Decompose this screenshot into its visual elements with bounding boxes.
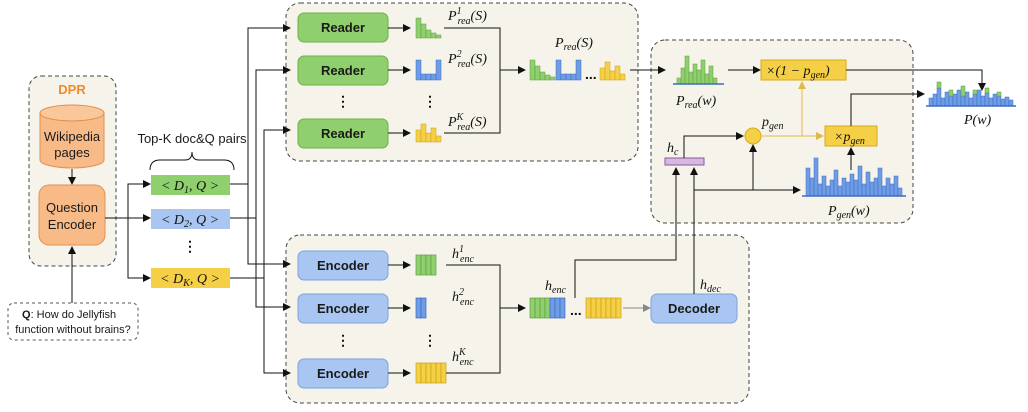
pair-d2-box: [151, 209, 230, 229]
topk-brace: [149, 151, 235, 171]
question-encoder-box: [38, 184, 106, 246]
pair-d2: < D2, Q >: [161, 213, 219, 230]
pair-d1: < D1, Q >: [161, 179, 219, 196]
hdec-label: hdec: [700, 278, 721, 295]
question-encoder-line2: Encoder: [48, 217, 97, 232]
arrow-henc-to-hc: [574, 167, 680, 298]
dpr-title: DPR: [58, 82, 86, 97]
blue-histogram-icon: [415, 59, 442, 81]
output-panel: [650, 39, 914, 224]
times-pgen-label: ×pgen: [834, 130, 865, 147]
decoder-label: Decoder: [668, 301, 720, 316]
wikipedia-database-icon: [39, 104, 105, 169]
pair-d1-box: [151, 175, 230, 195]
pgen-w-histogram-icon: [805, 157, 903, 197]
topk-header: Top-K doc&Q pairs: [137, 131, 247, 146]
h-enc2-vector-icon: [415, 297, 427, 319]
encoder-label-1: Encoder: [317, 258, 369, 273]
wikipedia-label-line2: pages: [54, 145, 90, 160]
question-encoder-line1: Question: [46, 200, 98, 215]
yellow-histogram-icon: [415, 123, 442, 143]
green-histogram-icon: [415, 17, 442, 39]
h-enck-vector-icon: [415, 362, 447, 384]
hc-label: hc: [667, 141, 679, 158]
pgen-label: pgen: [761, 115, 783, 132]
question-text-line2: function without brains?: [15, 324, 131, 336]
encoder-panel: [285, 234, 750, 404]
reader-label-2: Reader: [321, 63, 365, 78]
pairs-ellipsis: ⋮: [183, 238, 197, 254]
arrow-qenc-to-d1: [127, 180, 151, 218]
pair-dk-box: [151, 268, 230, 288]
question-text-part1: : How do Jellyfish: [31, 309, 117, 321]
prea-s-dots: ...: [585, 66, 597, 82]
final-pw-histogram-icon: [928, 81, 1014, 107]
question-text-line1: Q: How do Jellyfish: [22, 309, 116, 321]
prea-w-histogram-icon: [676, 55, 718, 85]
final-pw-label: P(w): [963, 113, 992, 128]
encoder-label-2: Encoder: [317, 301, 369, 316]
encoder-ellipsis: ⋮: [336, 332, 350, 348]
pgen-node: [744, 127, 762, 145]
hc-vector: [664, 157, 705, 166]
pair-dk: < DK, Q >: [160, 272, 220, 289]
arrow-qenc-to-dk: [127, 218, 151, 282]
henc-concat-vector-icon: [529, 297, 622, 319]
henc-label: henc: [545, 279, 566, 296]
prea-s-label: Prea(S): [554, 36, 593, 53]
encoder-collector: [446, 264, 501, 374]
one-minus-pgen-label: ×(1 − pgen): [766, 64, 830, 81]
encoder-ellipsis-2: ⋮: [423, 332, 437, 348]
reader-label-1: Reader: [321, 20, 365, 35]
henc-dots: ...: [570, 302, 582, 318]
pgen-w-label: Pgen(w): [827, 204, 870, 221]
question-label: Q: [22, 309, 31, 321]
question-box: [7, 302, 139, 341]
arrow-times-to-final: [850, 90, 925, 126]
h-enc1-vector-icon: [415, 254, 437, 276]
wikipedia-label-line1: Wikipedia: [44, 129, 101, 144]
prea-w-label: Prea(w): [675, 94, 717, 111]
reader-ellipsis: ⋮: [336, 93, 350, 109]
prea-s-histogram-icon: [529, 59, 626, 81]
pair-routing-lines: [230, 24, 291, 377]
arrow-hc-to-pgen: [683, 132, 744, 158]
reader-ellipsis-2: ⋮: [423, 93, 437, 109]
encoder-label-k: Encoder: [317, 366, 369, 381]
reader-collector: [444, 27, 501, 134]
reader-label-k: Reader: [321, 126, 365, 141]
arrow-mult-to-final: [846, 69, 986, 91]
